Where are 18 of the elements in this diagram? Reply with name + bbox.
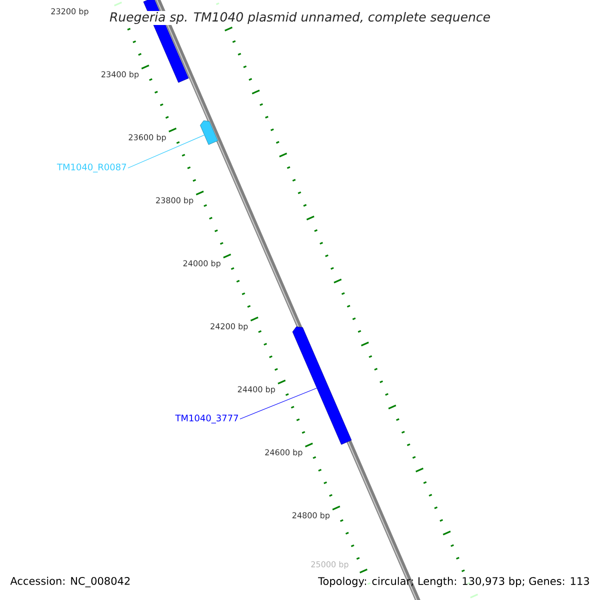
sequence-info-text: Topology: circular; Length: 130,973 bp; Genes: 113 [318, 576, 589, 588]
gene-arrow [200, 120, 218, 145]
scale-label: 24000 bp [183, 260, 220, 268]
scale-label: 24400 bp [238, 386, 276, 394]
leader-line [240, 388, 318, 420]
title: Ruegeria sp. TM1040 plasmid unnamed, complete sequence [108, 10, 492, 26]
scale-label: 24600 bp [265, 449, 302, 457]
scale-label: 24800 bp [292, 512, 330, 520]
accession-text: Accession: NC_008042 [10, 576, 130, 588]
scale-label: 24200 bp [210, 323, 248, 331]
scale-label: 25000 bp [311, 561, 348, 569]
gene-label: TM1040_3777 [175, 414, 238, 424]
gene-label: TM1040_R0087 [56, 164, 126, 172]
scale-label: 23800 bp [156, 197, 194, 205]
leader-line [128, 134, 205, 168]
scale-label: 23200 bp [51, 8, 88, 16]
gene-arrow [292, 326, 352, 445]
scale-label: 23600 bp [128, 134, 166, 142]
